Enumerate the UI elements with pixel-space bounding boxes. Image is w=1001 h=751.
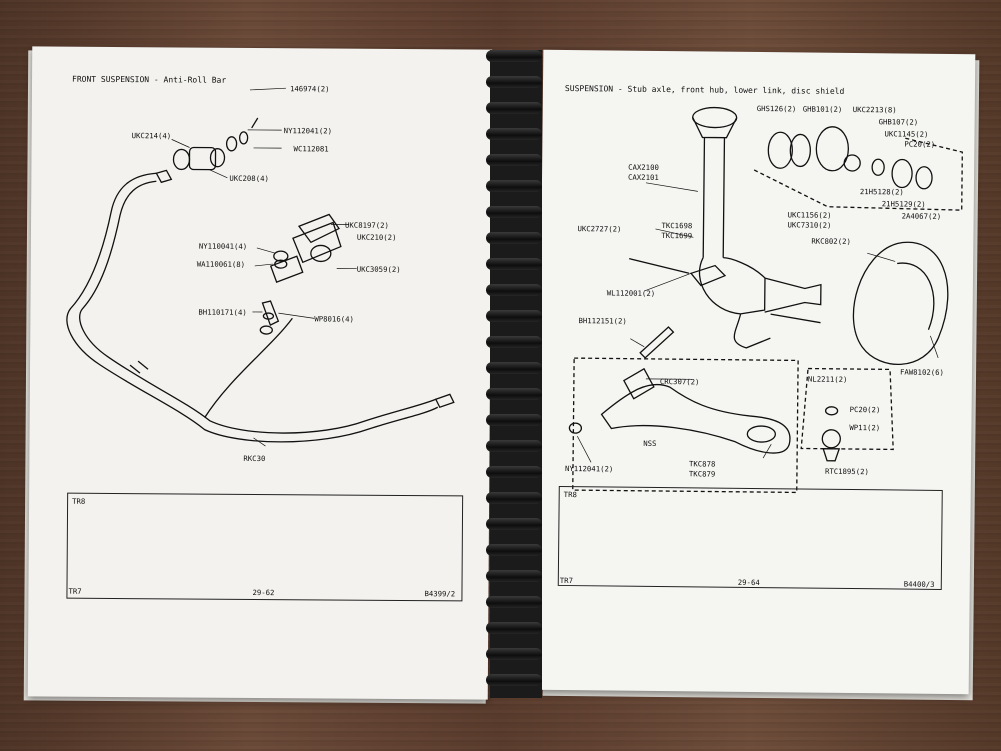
part-label: UKC208(4) (229, 173, 269, 184)
binding-ring (486, 492, 542, 504)
binding-ring (486, 544, 542, 556)
part-label: UKC214(4) (131, 131, 172, 141)
binding-ring (486, 622, 542, 634)
anti-roll-bar-diagram (66, 87, 455, 447)
binding-ring (486, 284, 542, 296)
part-label: UKC8197(2) (345, 220, 390, 230)
part-label: 2A4067(2) (901, 211, 942, 221)
binding-ring (486, 466, 542, 478)
left-page: FRONT SUSPENSION - Anti-Roll Bar (27, 46, 493, 700)
part-label: BH110171(4) (198, 307, 247, 317)
part-label: WP11(2) (849, 422, 881, 433)
part-label: UKC7310(2) (787, 220, 832, 230)
part-label: NSS (643, 438, 657, 448)
page-number: 29-64 (737, 577, 760, 588)
part-label: 21H5129(2) (881, 199, 926, 209)
part-label: CRC307(2) (659, 376, 700, 387)
part-label: FAW8102(6) (899, 367, 944, 377)
note-box: TR8 (557, 485, 943, 590)
binding-ring (486, 76, 542, 88)
stub-axle-diagram (568, 106, 963, 494)
binding-ring (486, 336, 542, 348)
part-label: WC112081 (293, 144, 329, 154)
part-label: CAX2101 (627, 172, 659, 182)
part-label: UKC3059(2) (356, 264, 401, 274)
part-label: PC20(2) (904, 139, 936, 149)
binding-ring (486, 102, 542, 114)
part-label: TKC879 (688, 469, 716, 479)
note-text: TR8 (72, 496, 86, 506)
part-label: GHS126(2) (756, 103, 797, 114)
binding-ring (486, 648, 542, 660)
binding-ring (486, 570, 542, 582)
page-number: 29-62 (252, 587, 275, 598)
binding-ring (486, 414, 542, 426)
part-label: WL112001(2) (606, 288, 656, 298)
part-label: UKC1145(2) (884, 129, 929, 139)
part-label: UKC210(2) (356, 232, 397, 242)
binding-ring (486, 154, 542, 166)
part-label: WA110061(8) (196, 259, 246, 269)
binding-ring (486, 180, 542, 192)
binding-ring (486, 258, 542, 270)
binding-ring (486, 310, 542, 322)
part-label: 21H5128(2) (859, 187, 904, 197)
figure-ref: B4399/2 (424, 589, 456, 599)
part-label: NY112041(2) (283, 126, 333, 136)
footer-model: TR7 (559, 575, 574, 586)
part-label: TKC1699 (661, 231, 693, 241)
part-label: RTC1895(2) (824, 466, 869, 477)
binding-ring (486, 440, 542, 452)
binding-ring (486, 596, 542, 608)
part-label: NY112041(2) (564, 464, 614, 474)
part-label: NY110041(4) (198, 241, 248, 251)
part-label: PC20(2) (849, 404, 881, 415)
note-box: TR8 (66, 492, 464, 602)
part-label: WP8016(4) (314, 314, 354, 324)
binding-ring (486, 206, 542, 218)
part-label: TKC878 (688, 459, 716, 469)
part-label: CAX2100 (628, 162, 659, 172)
part-label: NL2211(2) (807, 374, 848, 384)
part-label: RKC802(2) (811, 236, 851, 246)
part-label: RKC30 (243, 453, 266, 464)
part-label: UKC2727(2) (577, 224, 622, 234)
binding-ring (486, 128, 542, 140)
part-label: GHB107(2) (878, 117, 919, 127)
figure-ref: B4400/3 (903, 579, 935, 589)
right-page: SUSPENSION - Stub axle, front hub, lower… (536, 49, 976, 695)
binding-ring (486, 518, 542, 530)
part-label: BH112151(2) (578, 316, 627, 326)
binding-ring (486, 362, 542, 374)
note-text: TR8 (563, 489, 577, 500)
binding-ring (486, 232, 542, 244)
part-label: UKC1156(2) (787, 210, 832, 220)
footer-model: TR7 (68, 586, 82, 596)
part-label: TKC1698 (661, 221, 693, 231)
part-label: UKC2213(8) (852, 104, 897, 115)
part-label: GHB101(2) (802, 104, 843, 114)
binding-ring (486, 388, 542, 400)
binding-ring (486, 50, 542, 62)
plastic-comb-binding (486, 46, 542, 696)
binding-ring (486, 674, 542, 686)
part-label: 146974(2) (289, 84, 330, 94)
